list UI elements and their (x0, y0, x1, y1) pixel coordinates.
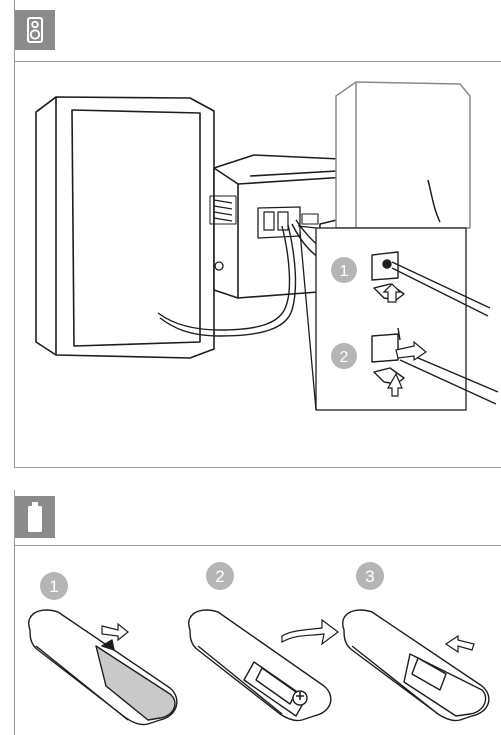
left-speaker (36, 97, 214, 358)
slide-arrow-3 (446, 636, 474, 652)
battery-install-illustration: 1 2 3 (0, 490, 501, 735)
battery-step-badge-2-label: 2 (215, 567, 224, 586)
battery-step-badge-1-label: 1 (49, 577, 58, 596)
battery-step-badge-2: 2 (206, 562, 234, 590)
slide-arrow-1 (102, 624, 128, 640)
right-speaker (336, 82, 470, 228)
remove-cover-arrow (282, 620, 338, 644)
battery-step-badge-3-label: 3 (365, 567, 374, 586)
step-badge-1: 1 (331, 257, 357, 283)
battery-step-badge-3: 3 (356, 562, 384, 590)
step-badge-2: 2 (331, 343, 357, 369)
battery-step-badge-1: 1 (40, 572, 68, 600)
remote-step-3 (343, 610, 489, 721)
remote-step-2 (189, 610, 331, 721)
step-badge-2-label: 2 (340, 349, 349, 366)
step-badge-1-label: 1 (340, 263, 349, 280)
speaker-connection-illustration: 1 2 (0, 0, 501, 467)
